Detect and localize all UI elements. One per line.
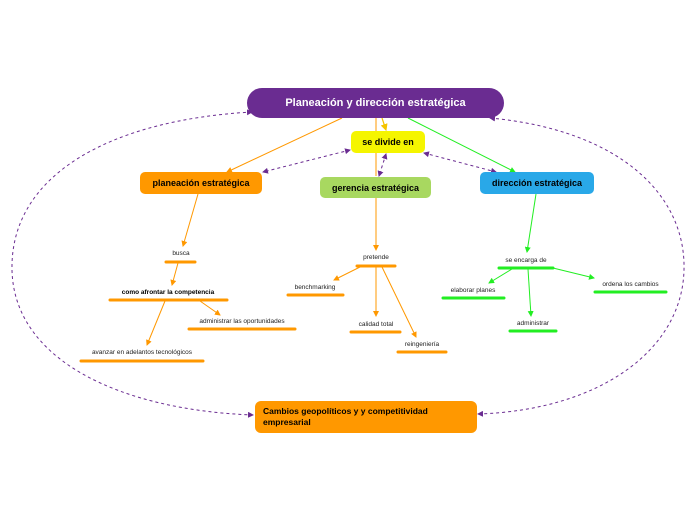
root-to-planeacion [226, 117, 343, 173]
bottom-node[interactable]: Cambios geopolíticos y y competitividad … [255, 401, 477, 433]
loop-left-top [11, 109, 254, 418]
busca-to-como [170, 262, 179, 286]
pretende-to-reingenieria [381, 266, 417, 338]
hub-to-gerencia [377, 153, 388, 177]
se-encarga-to-elaborar [488, 268, 513, 284]
leaf-administrar[interactable]: administrar [516, 320, 550, 327]
leaf-elaborar-planes[interactable]: elaborar planes [450, 287, 496, 294]
leaf-avanzar[interactable]: avanzar en adelantos tecnológicos [91, 349, 193, 356]
root-to-hub [380, 117, 388, 132]
leaf-ordena-cambios[interactable]: ordena los cambios [602, 281, 659, 288]
pretende-to-benchmarking [333, 266, 361, 281]
se-encarga-to-ordena [552, 267, 595, 280]
leaf-calidad-total[interactable]: calidad total [358, 321, 394, 328]
branch-gerencia[interactable]: gerencia estratégica [320, 177, 431, 198]
leaf-reingenieria[interactable]: reingeniería [404, 341, 440, 348]
leaf-se-encarga[interactable]: se encarga de [505, 257, 547, 264]
leaf-benchmarking[interactable]: benchmarking [294, 284, 336, 291]
como-to-avanzar [146, 300, 166, 346]
root-node-title[interactable]: Planeación y dirección estratégica [247, 88, 504, 118]
leaf-administrar-oportunidades[interactable]: administrar las oportunidades [199, 318, 285, 325]
branch-direccion[interactable]: dirección estratégica [480, 172, 594, 194]
como-to-administrar-op [199, 300, 221, 316]
leaf-busca[interactable]: busca [172, 250, 190, 257]
root-to-direccion [407, 117, 516, 173]
branch-planeacion[interactable]: planeación estratégica [140, 172, 262, 194]
leaf-pretende[interactable]: pretende [363, 254, 389, 261]
hub-to-planeacion [262, 148, 351, 174]
loop-right [477, 115, 685, 417]
se-encarga-to-administrar [527, 268, 534, 317]
direccion-to-se-encarga [524, 193, 537, 253]
hub-node[interactable]: se divide en [351, 131, 425, 153]
planeacion-to-busca [181, 193, 199, 247]
hub-to-direccion [423, 151, 497, 174]
leaf-como-afrontar[interactable]: como afrontar la competencia [121, 289, 215, 296]
